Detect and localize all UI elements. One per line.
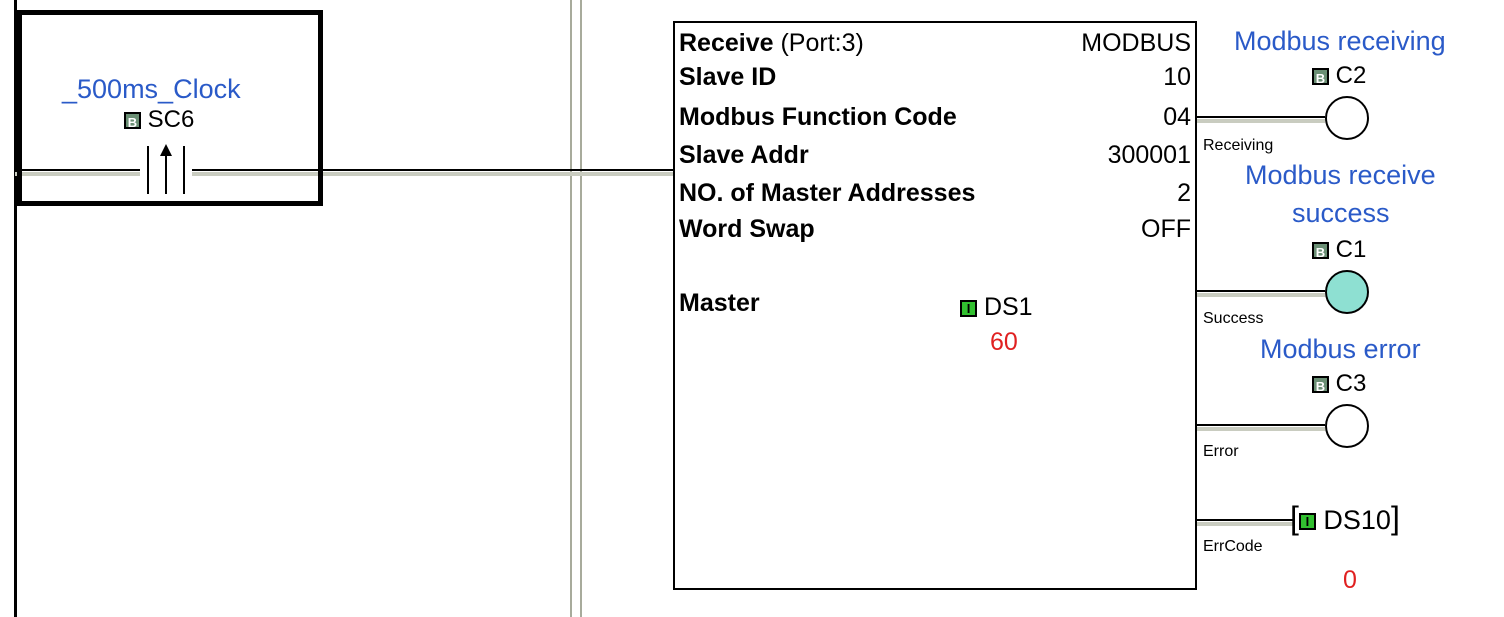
param-label: Word Swap [679, 215, 815, 243]
receiving-nickname: Modbus receiving [1234, 26, 1446, 56]
param-value: 10 [1163, 63, 1191, 91]
rung-wire-shade [15, 172, 673, 176]
success-nickname-line2: success [1292, 198, 1390, 228]
param-row: Slave ID 10 [679, 63, 1191, 95]
error-pin-label: Error [1203, 443, 1239, 460]
master-address: DS1 [983, 293, 1033, 321]
error-wire [1197, 424, 1325, 426]
param-label: NO. of Master Addresses [679, 179, 976, 207]
errcode-wire [1197, 519, 1293, 521]
selected-cell-frame[interactable] [17, 10, 323, 206]
bit-type-icon: B [124, 112, 141, 130]
param-label: Slave Addr [679, 141, 809, 169]
errcode-pin-label: ErrCode [1203, 538, 1263, 555]
contact-address: SC6 [147, 106, 195, 133]
error-address: C3 [1335, 370, 1367, 397]
bit-type-icon: B [1312, 68, 1329, 86]
success-pin-label: Success [1203, 310, 1264, 327]
column-divider [570, 0, 572, 617]
block-protocol: MODBUS [1081, 29, 1191, 57]
bit-type-icon: B [1312, 242, 1329, 260]
receiving-pin-label: Receiving [1203, 137, 1274, 154]
param-label: Slave ID [679, 63, 777, 91]
success-coil-icon[interactable] [1325, 270, 1369, 314]
param-row: Modbus Function Code 04 [679, 103, 1191, 135]
receiving-address-tag: B C2 [1312, 62, 1366, 90]
errcode-address: DS10 [1323, 505, 1391, 535]
master-row: Master [679, 289, 1191, 321]
master-value: 60 [990, 328, 1018, 356]
int-type-icon: I [1298, 513, 1316, 531]
left-power-rail [14, 0, 17, 617]
receiving-coil-icon[interactable] [1325, 96, 1369, 140]
errcode-register[interactable]: [I DS10] [1290, 500, 1400, 537]
error-wire-shade [1197, 427, 1325, 431]
param-row: Slave Addr 300001 [679, 141, 1191, 173]
rising-edge-contact-icon[interactable] [140, 138, 192, 198]
contact-address-tag: B SC6 [124, 106, 194, 134]
param-value: 04 [1163, 103, 1191, 131]
success-nickname-line1: Modbus receive [1245, 160, 1436, 190]
param-row: NO. of Master Addresses 2 [679, 179, 1191, 211]
errcode-value: 0 [1343, 566, 1357, 594]
param-value: 300001 [1107, 141, 1191, 169]
block-header: Receive (Port:3) MODBUS [679, 29, 1191, 61]
bracket-right: ] [1390, 500, 1400, 536]
errcode-wire-shade [1197, 522, 1293, 526]
error-address-tag: B C3 [1312, 370, 1366, 398]
param-row: Word Swap OFF [679, 215, 1191, 247]
success-address-tag: B C1 [1312, 236, 1366, 264]
bit-type-icon: B [1312, 376, 1329, 394]
param-value: 2 [1177, 179, 1191, 207]
block-port: (Port:3) [780, 29, 864, 57]
error-coil-icon[interactable] [1325, 404, 1369, 448]
success-address: C1 [1335, 236, 1367, 263]
bracket-left: [ [1290, 500, 1299, 536]
rung-wire [15, 169, 673, 171]
master-address-tag: I DS1 [960, 293, 1033, 322]
column-divider-2 [580, 0, 582, 617]
receiving-wire [1197, 116, 1325, 118]
contact-nickname: _500ms_Clock [62, 74, 241, 104]
receiving-wire-shade [1197, 119, 1325, 123]
error-nickname: Modbus error [1260, 334, 1421, 364]
int-type-icon: I [960, 299, 977, 317]
success-wire [1197, 290, 1325, 292]
receiving-address: C2 [1335, 62, 1367, 89]
block-title: Receive [679, 29, 774, 57]
param-value: OFF [1141, 215, 1191, 243]
master-label: Master [679, 289, 760, 317]
param-label: Modbus Function Code [679, 103, 957, 131]
success-wire-shade [1197, 293, 1325, 297]
modbus-receive-block[interactable]: Receive (Port:3) MODBUS Slave ID 10 Modb… [673, 21, 1197, 590]
